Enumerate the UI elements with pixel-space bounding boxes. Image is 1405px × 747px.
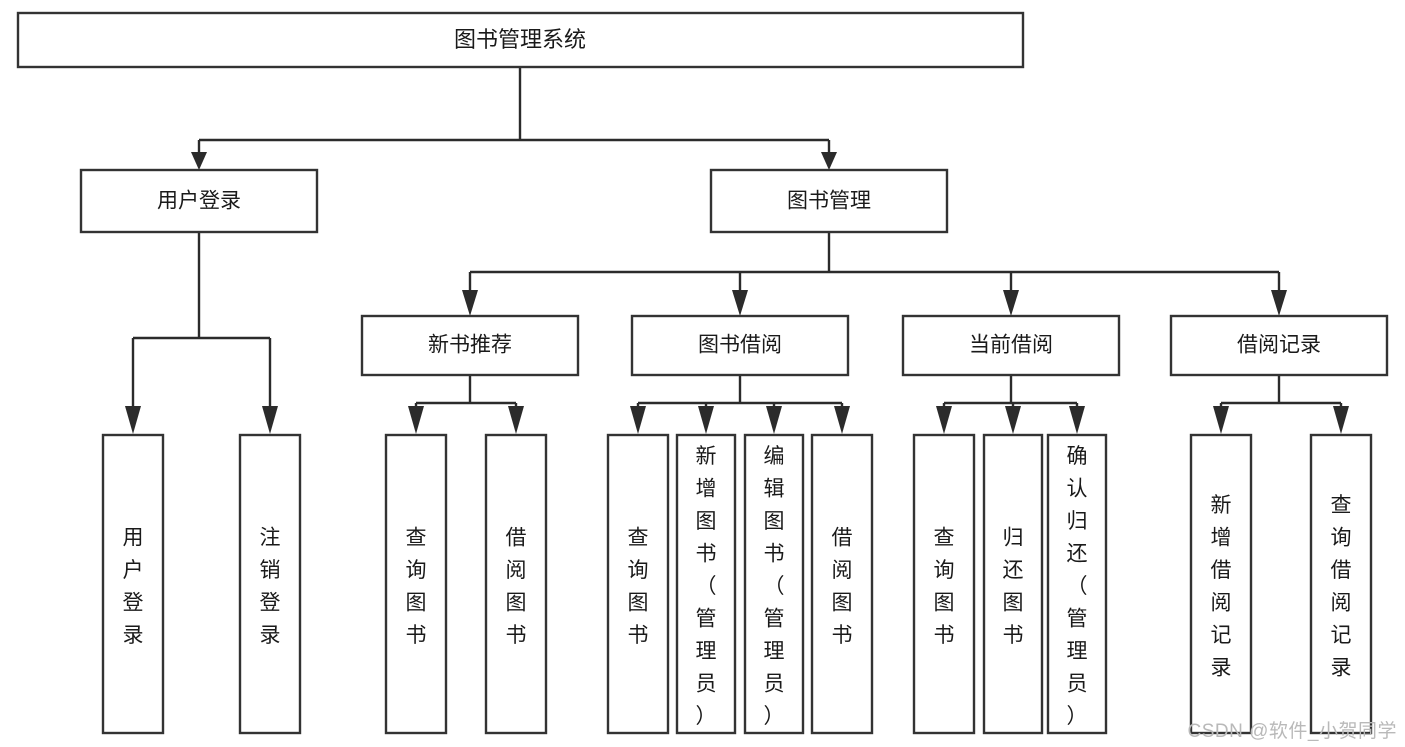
leaf-cb-return-book-box xyxy=(982,433,1044,735)
node-user-login[interactable]: 用户登录 xyxy=(79,168,319,234)
node-book-borrow[interactable]: 图书借阅 xyxy=(630,314,850,377)
leaf-logout-label: 注销登录 xyxy=(260,526,281,647)
leaf-node[interactable]: 查询图书 xyxy=(912,433,976,735)
node-new-book-recommend-label: 新书推荐 xyxy=(428,334,512,357)
arrow-head-bb-leaf-1 xyxy=(630,406,646,434)
leaf-br-query-record-label: 查询借阅记录 xyxy=(1331,494,1352,679)
connector-layer xyxy=(125,67,1349,434)
leaf-bb-borrow-book-box xyxy=(810,433,874,735)
leaf-node[interactable]: 确认归还（管理员） xyxy=(1046,433,1108,735)
leaf-bb-add-book-box xyxy=(675,433,737,735)
node-book-borrow-box xyxy=(630,314,850,377)
leaf-node[interactable]: 借阅图书 xyxy=(484,433,548,735)
csdn-watermark: CSDN @软件_小贺同学 xyxy=(1187,721,1397,742)
node-new-book-recommend-box xyxy=(360,314,580,377)
node-book-management-box xyxy=(709,168,949,234)
node-borrow-record-label: 借阅记录 xyxy=(1237,334,1321,357)
leaf-nb-borrow-book-label: 借阅图书 xyxy=(506,526,527,647)
leaf-cb-confirm-return-box xyxy=(1046,433,1108,735)
node-new-book-recommend[interactable]: 新书推荐 xyxy=(360,314,580,377)
leaf-cb-confirm-return-label: 确认归还（管理员） xyxy=(1067,445,1088,728)
leaf-bb-query-book-label: 查询图书 xyxy=(628,526,649,647)
node-user-login-box xyxy=(79,168,319,234)
node-book-borrow-label: 图书借阅 xyxy=(698,334,782,357)
leaf-node[interactable]: 注销登录 xyxy=(238,433,302,735)
arrow-head-nb-leaf-2 xyxy=(508,406,524,434)
leaf-node[interactable]: 查询图书 xyxy=(384,433,448,735)
node-root-box xyxy=(16,11,1025,69)
leaf-node[interactable]: 查询借阅记录 xyxy=(1309,433,1373,735)
leaf-node[interactable]: 借阅图书 xyxy=(810,433,874,735)
arrow-head-borrow-record xyxy=(1271,290,1287,316)
leaf-cb-query-book-box xyxy=(912,433,976,735)
leaf-node[interactable]: 编辑图书（管理员） xyxy=(743,433,805,735)
node-root[interactable]: 图书管理系统 xyxy=(16,11,1025,69)
leaf-logout-box xyxy=(238,433,302,735)
leaf-node[interactable]: 查询图书 xyxy=(606,433,670,735)
arrow-head-leaf-user-login xyxy=(125,406,141,434)
arrow-head-br-leaf-2 xyxy=(1333,406,1349,434)
leaf-bb-query-book-box xyxy=(606,433,670,735)
arrow-head-book-mgmt xyxy=(821,152,837,170)
leaf-user-login-box xyxy=(101,433,165,735)
node-borrow-record-box xyxy=(1169,314,1389,377)
node-user-login-label: 用户登录 xyxy=(157,190,241,213)
arrow-head-bb-leaf-4 xyxy=(834,406,850,434)
leaf-cb-query-book-label: 查询图书 xyxy=(934,526,955,647)
node-current-borrow[interactable]: 当前借阅 xyxy=(901,314,1121,377)
leaf-br-add-record-box xyxy=(1189,433,1253,735)
leaf-br-query-record-box xyxy=(1309,433,1373,735)
node-current-borrow-label: 当前借阅 xyxy=(969,334,1053,357)
leaf-node[interactable]: 用户登录 xyxy=(101,433,165,735)
node-book-management[interactable]: 图书管理 xyxy=(709,168,949,234)
node-current-borrow-box xyxy=(901,314,1121,377)
arrow-head-cb-leaf-3 xyxy=(1069,406,1085,434)
leaf-nb-query-book-box xyxy=(384,433,448,735)
node-root-label: 图书管理系统 xyxy=(454,27,586,52)
arrow-head-bb-leaf-2 xyxy=(698,406,714,434)
arrow-head-cb-leaf-2 xyxy=(1005,406,1021,434)
arrow-head-cb-leaf-1 xyxy=(936,406,952,434)
leaf-nb-borrow-book-box xyxy=(484,433,548,735)
leaf-node[interactable]: 归还图书 xyxy=(982,433,1044,735)
arrow-head-current-borrow xyxy=(1003,290,1019,316)
arrow-head-leaf-logout xyxy=(262,406,278,434)
arrow-head-bb-leaf-3 xyxy=(766,406,782,434)
leaf-bb-borrow-book-label: 借阅图书 xyxy=(832,526,853,647)
leaf-bb-edit-book-label: 编辑图书（管理员） xyxy=(764,445,785,728)
arrow-head-user-login xyxy=(191,152,207,170)
leaf-br-add-record-label: 新增借阅记录 xyxy=(1211,494,1232,679)
leaf-cb-return-book-label: 归还图书 xyxy=(1003,526,1024,647)
leaf-node[interactable]: 新增借阅记录 xyxy=(1189,433,1253,735)
leaf-user-login-label: 用户登录 xyxy=(123,526,144,647)
leaf-nb-query-book-label: 查询图书 xyxy=(406,526,427,647)
leaf-bb-edit-book-box xyxy=(743,433,805,735)
node-book-management-label: 图书管理 xyxy=(787,190,871,213)
arrow-head-nb-leaf-1 xyxy=(408,406,424,434)
node-borrow-record[interactable]: 借阅记录 xyxy=(1169,314,1389,377)
arrow-head-br-leaf-1 xyxy=(1213,406,1229,434)
arrow-head-new-book xyxy=(462,290,478,316)
arrow-head-book-borrow xyxy=(732,290,748,316)
leaf-node[interactable]: 新增图书（管理员） xyxy=(675,433,737,735)
leaf-bb-add-book-label: 新增图书（管理员） xyxy=(696,445,717,728)
